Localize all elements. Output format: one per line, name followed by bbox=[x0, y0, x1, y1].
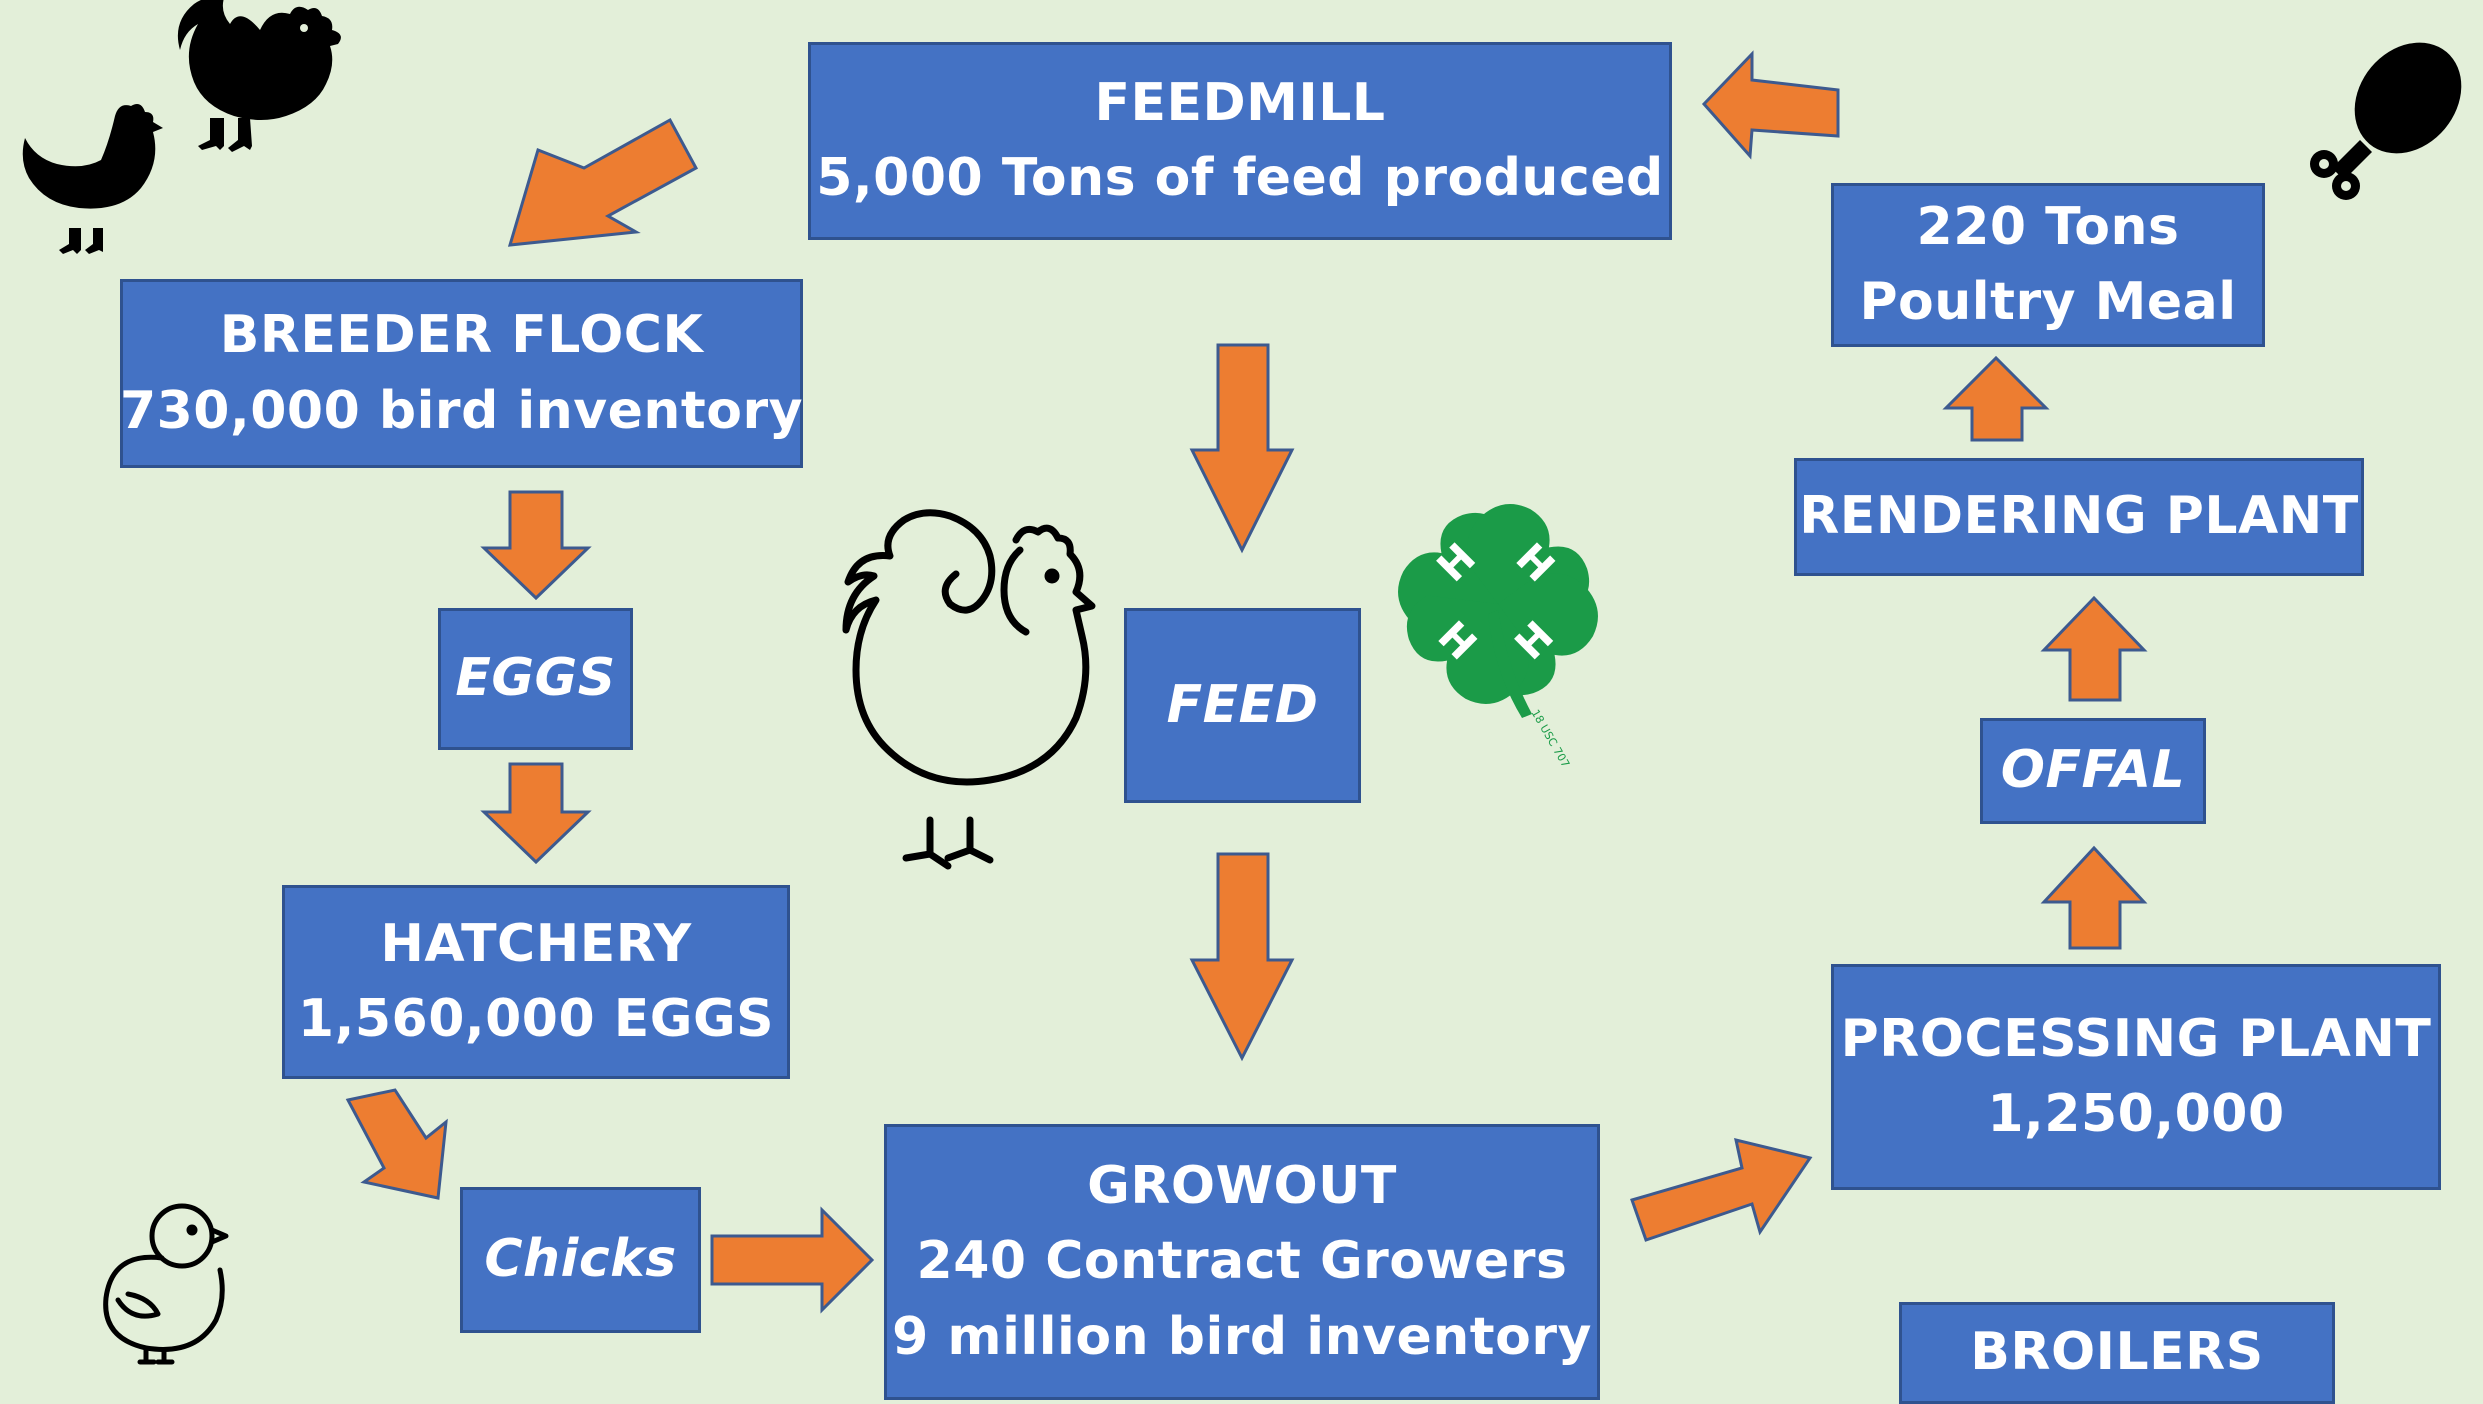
breeder-title: BREEDER FLOCK bbox=[219, 305, 704, 366]
broilers-label: BROILERS bbox=[1970, 1322, 2264, 1383]
clover-h-top-right: H bbox=[1506, 534, 1563, 592]
arrow-growout-to-processing bbox=[1630, 1137, 1813, 1242]
offal-label: OFFAL bbox=[2000, 740, 2186, 801]
rendering-plant-box: RENDERING PLANT bbox=[1794, 458, 2364, 576]
poultry-meal-box: 220 Tons Poultry Meal bbox=[1831, 183, 2265, 347]
arrow-chicks-to-growout bbox=[710, 1206, 875, 1314]
arrow-meal-to-feedmill bbox=[1701, 50, 1840, 160]
breeder-flock-box: BREEDER FLOCK 730,000 bird inventory bbox=[120, 279, 803, 468]
chicks-label: Chicks bbox=[484, 1229, 677, 1290]
four-h-letters: H H H H 18 USC 707 bbox=[1400, 500, 1600, 800]
arrow-feedmill-to-breeder bbox=[507, 117, 699, 247]
meal-type: Poultry Meal bbox=[1859, 272, 2237, 332]
feed-box: FEED bbox=[1124, 608, 1361, 803]
rendering-label: RENDERING PLANT bbox=[1799, 486, 2359, 547]
feed-label: FEED bbox=[1166, 674, 1319, 735]
feedmill-detail: 5,000 Tons of feed produced bbox=[816, 148, 1664, 208]
growout-growers: 240 Contract Growers bbox=[916, 1231, 1568, 1292]
processing-plant-box: PROCESSING PLANT 1,250,000 bbox=[1831, 964, 2441, 1190]
offal-box: OFFAL bbox=[1980, 718, 2206, 824]
hatchery-box: HATCHERY 1,560,000 EGGS bbox=[282, 885, 790, 1079]
eggs-box: EGGS bbox=[438, 608, 633, 750]
chicks-box: Chicks bbox=[460, 1187, 701, 1333]
arrow-feedmill-to-feed bbox=[1189, 343, 1295, 554]
clover-h-bottom-right: H bbox=[1506, 612, 1563, 670]
growout-inventory: 9 million bird inventory bbox=[892, 1306, 1592, 1367]
arrow-feed-to-growout bbox=[1189, 852, 1295, 1062]
processing-detail: 1,250,000 bbox=[1987, 1084, 2285, 1144]
arrow-processing-to-offal bbox=[2040, 845, 2148, 950]
feedmill-title: FEEDMILL bbox=[1094, 72, 1386, 133]
clover-code: 18 USC 707 bbox=[1528, 707, 1573, 770]
arrow-rendering-to-meal bbox=[1942, 355, 2050, 442]
breeder-detail: 730,000 bird inventory bbox=[119, 380, 804, 441]
broilers-box: BROILERS bbox=[1899, 1302, 2335, 1404]
growout-title: GROWOUT bbox=[1087, 1155, 1397, 1216]
growout-box: GROWOUT 240 Contract Growers 9 million b… bbox=[884, 1124, 1600, 1400]
clover-h-bottom-left: H bbox=[1428, 612, 1485, 670]
arrow-eggs-to-hatchery bbox=[480, 762, 592, 865]
meal-amount: 220 Tons bbox=[1916, 196, 2180, 257]
eggs-label: EGGS bbox=[455, 648, 616, 709]
hatchery-title: HATCHERY bbox=[380, 913, 692, 974]
feedmill-box: FEEDMILL 5,000 Tons of feed produced bbox=[808, 42, 1672, 240]
hatchery-detail: 1,560,000 EGGS bbox=[297, 989, 775, 1049]
arrow-hatchery-to-chicks bbox=[345, 1088, 448, 1200]
arrow-breeder-to-eggs bbox=[480, 490, 592, 601]
processing-title: PROCESSING PLANT bbox=[1840, 1008, 2432, 1069]
arrow-offal-to-rendering bbox=[2040, 595, 2148, 702]
clover-h-top-left: H bbox=[1428, 534, 1485, 592]
